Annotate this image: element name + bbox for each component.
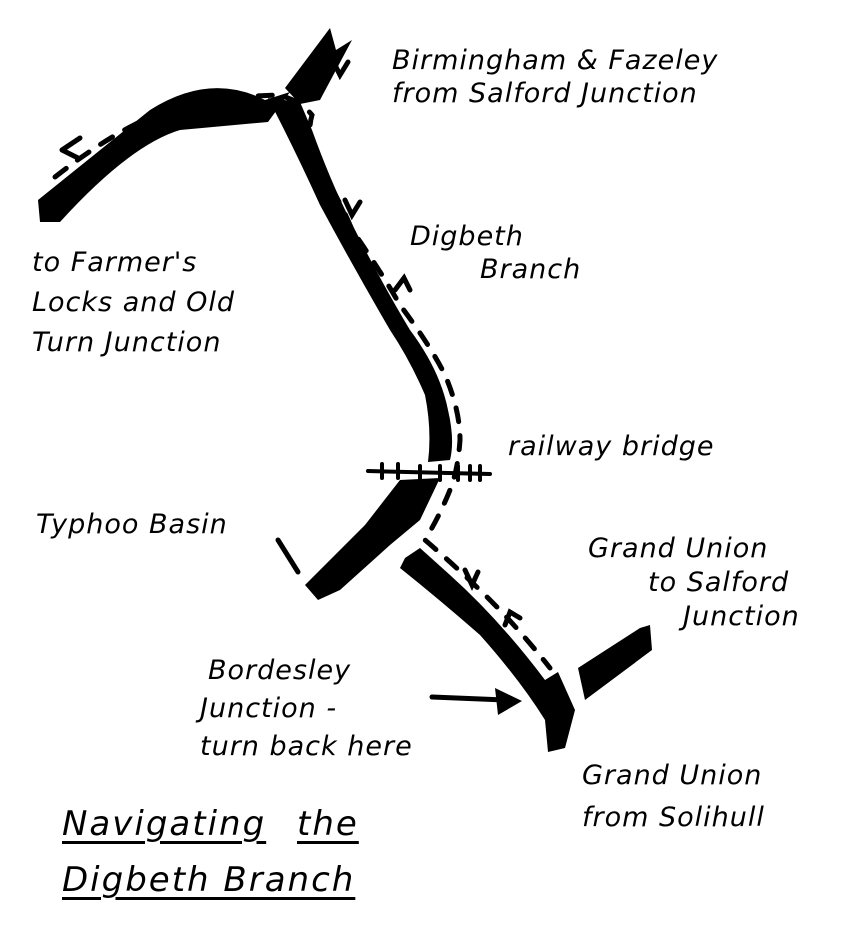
railway-track-icon [366, 462, 492, 482]
label-line: to Salford [648, 567, 790, 598]
label-line: Bordesley [208, 655, 352, 686]
label-farmers-locks: to Farmer's Locks and Old Turn Junction [32, 243, 235, 363]
label-railway-bridge: railway bridge [508, 431, 715, 462]
label-birmingham-fazeley: Birmingham & Fazeley from Salford Juncti… [392, 44, 718, 110]
arrow-up-icon [502, 608, 523, 628]
map-title: Navigating the Digbeth Branch [62, 796, 359, 908]
canal-to-bordesley [400, 548, 575, 752]
label-line: Junction [683, 601, 800, 632]
label-line: from Solihull [582, 802, 765, 833]
arrow-left-icon [59, 135, 83, 161]
title-word: the [296, 804, 359, 844]
canal-birmingham-fazeley [285, 28, 352, 104]
arrow-down-icon [342, 197, 363, 221]
canal-to-farmers-locks [38, 88, 290, 222]
label-line: Birmingham & Fazeley [392, 45, 719, 76]
title-line-1: Navigating the [62, 796, 359, 852]
label-line: Junction - [200, 693, 338, 724]
label-typhoo-basin: Typhoo Basin [36, 509, 228, 540]
arrow-up-icon [392, 273, 413, 293]
title-word: Digbeth Branch [62, 860, 356, 900]
title-line-2: Digbeth Branch [62, 852, 359, 908]
canal-digbeth-branch [268, 98, 453, 462]
typhoo-pointer-line [275, 537, 301, 575]
label-grand-union-from-solihull: Grand Union from Solihull [582, 755, 765, 839]
arrow-down-icon [327, 52, 351, 81]
label-line: Turn Junction [32, 327, 222, 358]
canal-grand-union-salford [578, 625, 652, 700]
label-line: to Farmer's [32, 247, 198, 278]
label-line: from Salford Junction [392, 78, 698, 109]
label-bordesley-junction: Bordesley Junction - turn back here [200, 652, 413, 766]
label-line: Locks and Old [32, 287, 235, 318]
label-digbeth-branch: Digbeth Branch [410, 220, 581, 286]
label-line: turn back here [200, 731, 413, 762]
label-line: Grand Union [588, 533, 769, 564]
label-line: Branch [480, 254, 582, 285]
label-grand-union-to-salford: Grand Union to Salford Junction [588, 532, 800, 634]
arrow-down-icon [462, 567, 481, 591]
arrow-right-icon [429, 688, 522, 715]
canal-below-bridge [305, 478, 440, 600]
dashed-route [52, 92, 553, 671]
title-word: Navigating [62, 804, 267, 844]
label-line: Grand Union [582, 760, 763, 791]
label-line: Digbeth [410, 221, 524, 252]
